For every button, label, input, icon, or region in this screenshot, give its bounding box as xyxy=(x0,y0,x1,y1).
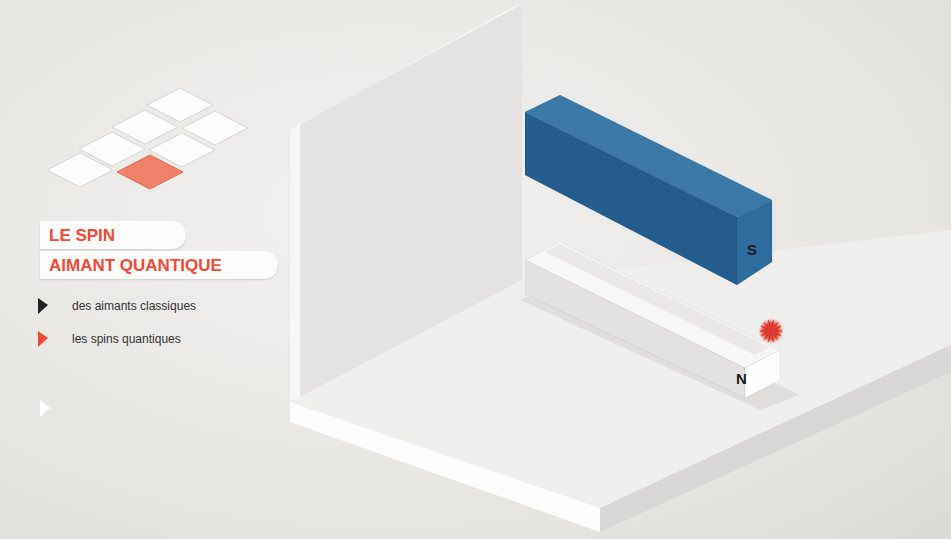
title-text: LE SPIN xyxy=(49,227,115,244)
spin-particle xyxy=(758,318,784,344)
wall-edge xyxy=(290,124,300,402)
menu-bullet xyxy=(38,298,48,314)
menu-item: les spins quantiques xyxy=(72,332,181,346)
tile-grid xyxy=(47,88,248,189)
magnet-north: N xyxy=(525,242,783,402)
spin-fuzz xyxy=(760,331,767,332)
spin-fuzz xyxy=(775,333,781,336)
spin-fuzz xyxy=(761,333,767,336)
spin-fuzz xyxy=(769,335,771,342)
floor xyxy=(290,230,951,508)
title-band: LE SPIN xyxy=(40,221,186,249)
spin-fuzz xyxy=(772,335,774,342)
spin-fuzz xyxy=(764,322,768,327)
spin-fuzz xyxy=(775,326,781,329)
pole-label: S xyxy=(747,241,757,258)
spin-fuzz xyxy=(772,320,774,327)
spin-fuzz xyxy=(769,320,771,327)
subtitle-text: AIMANT QUANTIQUE xyxy=(49,257,222,274)
title-band: AIMANT QUANTIQUE xyxy=(40,251,278,279)
spin-fuzz xyxy=(775,331,782,332)
wall-top xyxy=(290,4,522,130)
spin-fuzz xyxy=(773,322,777,327)
pole-label: N xyxy=(736,370,747,387)
play-triangle xyxy=(40,400,50,417)
menu-bullet xyxy=(38,331,48,347)
floor-side xyxy=(600,345,951,532)
spin-fuzz xyxy=(764,334,768,339)
spin-fuzz xyxy=(773,334,777,339)
spin-fuzz xyxy=(761,326,767,329)
floor-side xyxy=(290,402,600,532)
menu-item: des aimants classiques xyxy=(72,299,196,313)
